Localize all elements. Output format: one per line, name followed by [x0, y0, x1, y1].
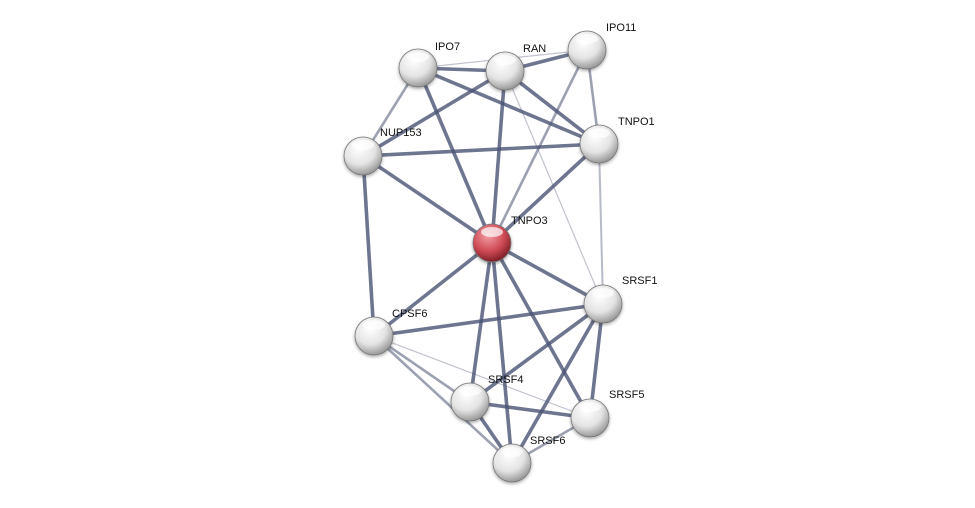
- edge-nup153-cpsf6[interactable]: [361, 155, 376, 337]
- edge-cpsf6-srsf1[interactable]: [373, 302, 604, 338]
- node-label: IPO7: [435, 41, 460, 53]
- node-label: SRSF5: [609, 389, 644, 401]
- node-label: NUP153: [380, 127, 422, 139]
- node-label: IPO11: [606, 22, 636, 34]
- node-highlight: [459, 386, 481, 396]
- node-highlight: [501, 447, 523, 457]
- node-highlight: [494, 55, 516, 65]
- node-label: TNPO3: [511, 215, 548, 227]
- edge-tnpo3-cpsf6[interactable]: [372, 241, 494, 338]
- node-srsf5[interactable]: SRSF5: [570, 389, 644, 438]
- node-highlight: [363, 320, 385, 330]
- node-label: RAN: [523, 43, 546, 55]
- edge-srsf1-srsf6[interactable]: [510, 303, 605, 464]
- edge-srsf1-srsf4[interactable]: [468, 302, 605, 404]
- node-label: TNPO1: [618, 116, 655, 128]
- node-srsf4[interactable]: SRSF4: [450, 374, 523, 422]
- node-ipo7[interactable]: IPO7: [398, 41, 460, 88]
- node-tnpo3[interactable]: TNPO3: [472, 215, 548, 263]
- node-tnpo1[interactable]: TNPO1: [579, 116, 655, 164]
- node-cpsf6[interactable]: CPSF6: [354, 308, 427, 356]
- edge-tnpo3-srsf6[interactable]: [490, 242, 514, 464]
- node-highlight: [588, 128, 610, 138]
- node-label: CPSF6: [392, 308, 427, 320]
- node-nup153[interactable]: NUP153: [343, 127, 422, 176]
- node-highlight: [576, 34, 598, 44]
- node-label: SRSF4: [488, 374, 523, 386]
- node-srsf1[interactable]: SRSF1: [583, 275, 657, 324]
- edge-cpsf6-srsf6[interactable]: [373, 335, 513, 464]
- edge-srsf4-srsf5[interactable]: [469, 400, 591, 420]
- edge-tnpo3-srsf1[interactable]: [491, 241, 604, 306]
- edge-nup153-tnpo1[interactable]: [362, 142, 600, 158]
- edge-ran-nup153[interactable]: [362, 69, 506, 158]
- node-ran[interactable]: RAN: [485, 43, 546, 91]
- node-highlight: [407, 52, 429, 62]
- edge-ipo7-tnpo1[interactable]: [417, 66, 600, 146]
- node-ipo11[interactable]: IPO11: [567, 22, 636, 70]
- node-highlight: [481, 227, 503, 237]
- edge-tnpo3-srsf5[interactable]: [490, 242, 592, 419]
- edge-tnpo1-tnpo3[interactable]: [490, 142, 601, 245]
- node-srsf6[interactable]: SRSF6: [492, 435, 565, 483]
- node-highlight: [592, 288, 614, 298]
- edge-cpsf6-srsf5[interactable]: [373, 335, 591, 419]
- edge-ipo7-tnpo3[interactable]: [416, 67, 494, 244]
- node-label: SRSF1: [622, 275, 657, 287]
- edge-ran-tnpo1[interactable]: [503, 69, 601, 146]
- edge-ran-tnpo3[interactable]: [490, 70, 507, 244]
- edge-cpsf6-srsf4[interactable]: [373, 334, 471, 404]
- node-label: SRSF6: [530, 435, 565, 447]
- edge-nup153-tnpo3[interactable]: [361, 154, 494, 245]
- node-highlight: [579, 402, 601, 412]
- node-highlight: [352, 140, 374, 150]
- edge-tnpo1-srsf1[interactable]: [598, 143, 604, 305]
